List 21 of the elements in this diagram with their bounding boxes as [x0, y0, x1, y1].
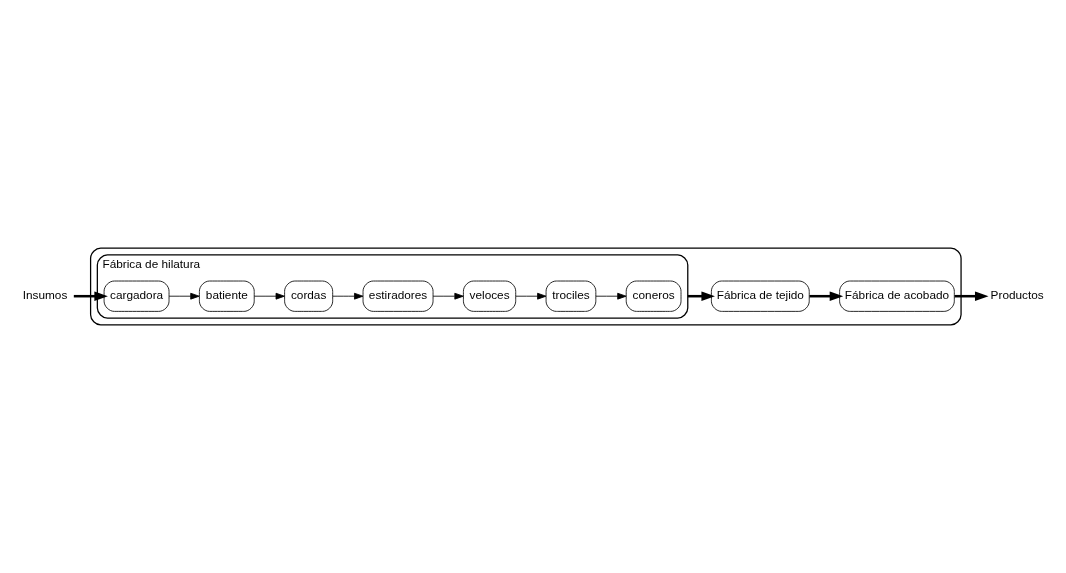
arrow	[809, 291, 844, 301]
node-box: veloces	[463, 280, 517, 312]
cluster	[89, 247, 962, 326]
node-box: batiente	[199, 280, 255, 312]
arrow	[73, 291, 108, 301]
node-text: Insumos	[22, 288, 68, 303]
node-text: Productos	[990, 288, 1044, 303]
arrow	[595, 292, 627, 300]
arrow	[432, 292, 464, 300]
node-box: Fábrica de tejido	[711, 280, 810, 312]
arrow	[515, 292, 547, 300]
arrow	[253, 292, 285, 300]
node-box: cargadora	[103, 280, 170, 312]
arrow	[168, 292, 200, 300]
node-box: coneros	[625, 280, 682, 312]
node-box: cordas	[284, 280, 334, 312]
node-box: trociles	[545, 280, 597, 312]
arrow	[332, 292, 364, 300]
node-box: estiradores	[362, 280, 434, 312]
arrow	[954, 291, 989, 301]
node-box: Fábrica de acobado	[839, 280, 955, 312]
